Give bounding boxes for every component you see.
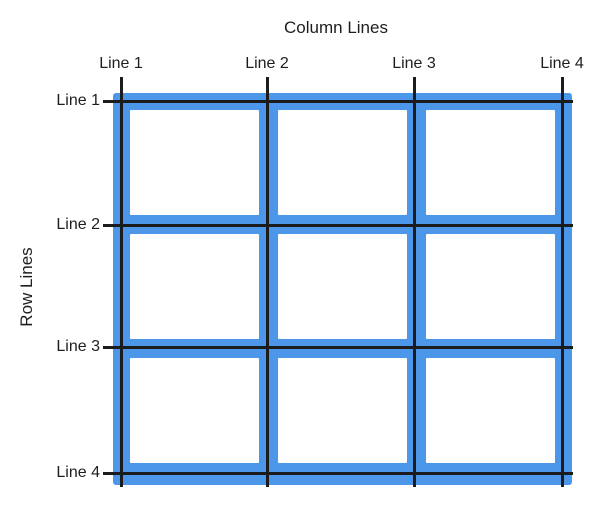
grid-cell — [426, 234, 555, 339]
column-line-3 — [413, 77, 416, 487]
column-lines-title: Column Lines — [284, 18, 388, 37]
row-line-label-2: Line 2 — [56, 216, 100, 233]
grid-track — [113, 93, 572, 485]
row-line-2 — [103, 224, 573, 227]
grid-cell — [130, 234, 259, 339]
column-line-label-3: Line 3 — [392, 55, 436, 72]
row-line-1 — [103, 100, 573, 103]
grid-cell — [278, 110, 407, 215]
column-line-2 — [266, 77, 269, 487]
column-line-label-4: Line 4 — [540, 55, 584, 72]
grid-cell — [278, 234, 407, 339]
grid-cell — [130, 110, 259, 215]
grid-cell — [278, 358, 407, 463]
column-line-label-1: Line 1 — [99, 55, 143, 72]
column-line-1 — [120, 77, 123, 487]
row-line-label-1: Line 1 — [56, 92, 100, 109]
row-lines-title: Row Lines — [17, 247, 36, 327]
grid-cell — [426, 110, 555, 215]
grid-cell — [426, 358, 555, 463]
row-line-4 — [103, 472, 573, 475]
grid-cell — [130, 358, 259, 463]
row-line-label-3: Line 3 — [56, 338, 100, 355]
row-line-3 — [103, 346, 573, 349]
column-line-4 — [561, 77, 564, 487]
row-line-label-4: Line 4 — [56, 464, 100, 481]
column-line-label-2: Line 2 — [245, 55, 289, 72]
